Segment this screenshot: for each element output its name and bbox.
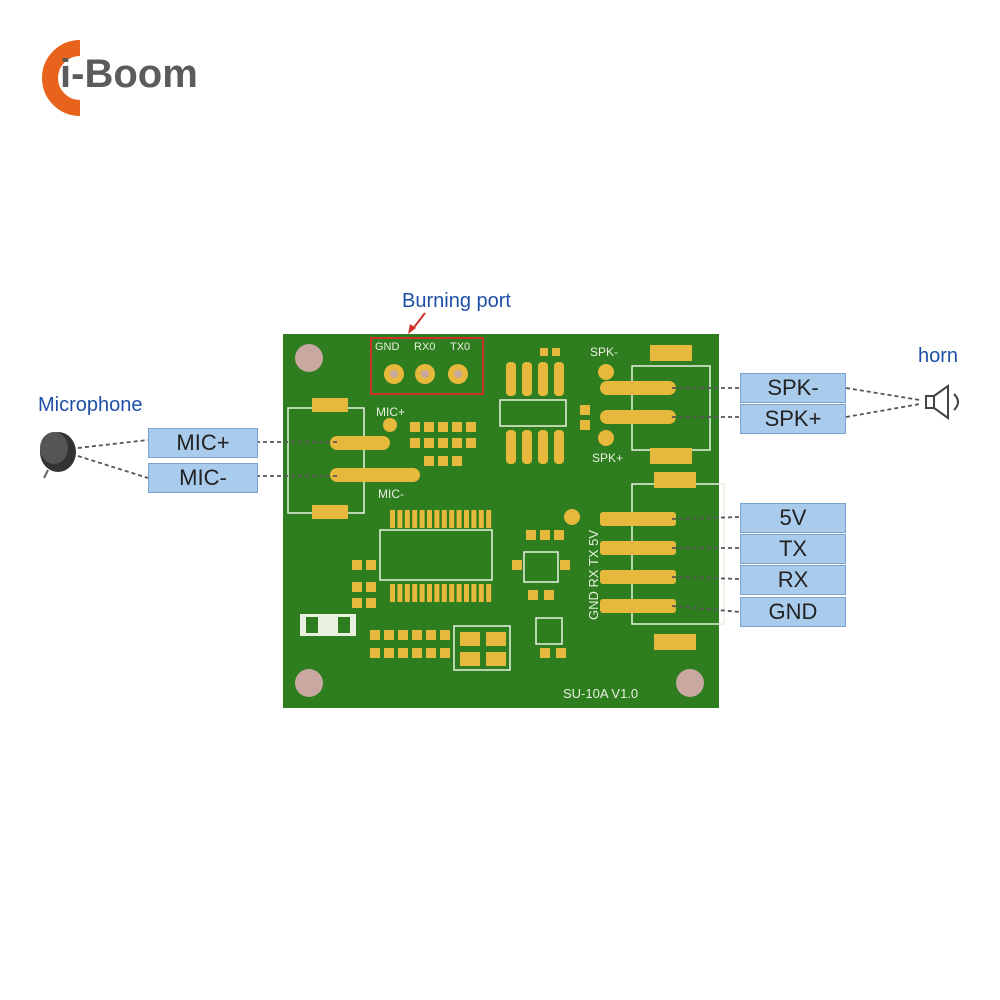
ic-pin-top xyxy=(478,510,484,528)
burning-pin-label-2: TX0 xyxy=(450,341,470,353)
power-pad-gnd xyxy=(600,599,676,613)
ic-pin-bottom xyxy=(404,584,410,602)
smd-pad-b xyxy=(552,348,560,356)
burning-pin-hole-1 xyxy=(421,370,429,378)
ic-pin-top xyxy=(449,510,455,528)
connection-lines xyxy=(77,387,921,613)
ic-pin-bottom xyxy=(471,584,477,602)
main-ic-pins xyxy=(390,510,492,602)
mount-hole-tl xyxy=(295,344,323,372)
brand-rest: -Boom xyxy=(71,52,198,96)
mic-plus-pad xyxy=(330,436,390,450)
ic-pin-bottom xyxy=(434,584,440,602)
power-pad-top xyxy=(654,472,696,488)
ic-pin-top xyxy=(390,510,395,528)
ic-pin-bottom xyxy=(419,584,425,602)
mount-hole-bl xyxy=(295,669,323,697)
smd-pad-c xyxy=(580,405,590,415)
smd-pad-d xyxy=(580,420,590,430)
horn-icon xyxy=(925,384,959,420)
burning-pin-hole-0 xyxy=(390,370,398,378)
ic-pin-bottom xyxy=(427,584,432,602)
ic-pin-top xyxy=(486,510,492,528)
board-model-label: SU-10A V1.0 xyxy=(563,686,638,701)
smd-pad-a xyxy=(540,348,548,356)
ic-pin-top xyxy=(471,510,477,528)
ic-pin-top xyxy=(427,510,432,528)
ic-pin-bottom xyxy=(478,584,484,602)
burning-port-highlight xyxy=(370,337,484,395)
ic-pin-bottom xyxy=(464,584,469,602)
via-pad-2 xyxy=(598,364,614,380)
ic-pin-top xyxy=(441,510,447,528)
power-pad-5v xyxy=(600,512,676,526)
power-pad-bottom xyxy=(654,634,696,650)
resistor-array-1 xyxy=(410,422,476,466)
ic-pin-top xyxy=(404,510,410,528)
horn-caption: horn xyxy=(918,345,959,367)
spk-plus-label: SPK+ xyxy=(740,404,846,434)
burning-pin-hole-2 xyxy=(454,370,462,378)
smd-components-mid xyxy=(512,530,570,658)
chip-u2-pins xyxy=(506,362,564,464)
via-pad-1 xyxy=(383,418,397,432)
burning-port-caption: Burning port xyxy=(402,290,511,312)
spk-minus-pad xyxy=(600,381,676,395)
power-pad-rx xyxy=(600,570,676,584)
ic-pin-top xyxy=(397,510,403,528)
mic-pad-bottom xyxy=(312,505,348,519)
ic-pin-bottom xyxy=(486,584,492,602)
burning-port-arrowhead xyxy=(408,324,416,334)
mount-hole-br xyxy=(676,669,704,697)
via-pad-3 xyxy=(598,430,614,446)
main-ic-outline xyxy=(379,529,493,581)
chip-u2-outline xyxy=(499,399,567,427)
spk-pad-top xyxy=(650,345,692,361)
brand-letter: i xyxy=(60,52,72,96)
ic-pin-top xyxy=(464,510,469,528)
silk-spk-minus: SPK- xyxy=(590,345,618,359)
brand-name: i-Boom xyxy=(60,52,198,97)
burning-pin-label-1: RX0 xyxy=(414,341,435,353)
silk-spk-plus: SPK+ xyxy=(592,451,623,465)
power-5v-label: 5V xyxy=(740,503,846,533)
ic-pin-bottom xyxy=(456,584,462,602)
ic-pin-bottom xyxy=(441,584,447,602)
ic-pin-top xyxy=(419,510,425,528)
power-gnd-label: GND xyxy=(740,597,846,627)
ic-pin-bottom xyxy=(412,584,418,602)
brand-logo-mark xyxy=(42,40,81,116)
microphone-icon xyxy=(40,432,76,479)
ic-pin-bottom xyxy=(397,584,403,602)
spk-plus-pad xyxy=(600,410,676,424)
microphone-caption: Microphone xyxy=(38,394,143,416)
spk-pad-bottom xyxy=(650,448,692,464)
mic-minus-pad xyxy=(330,468,420,482)
ic-pin-top xyxy=(412,510,418,528)
via-pad-4 xyxy=(564,509,580,525)
ic-pin-bottom xyxy=(390,584,395,602)
silk-power-header: GND RX TX 5V xyxy=(586,530,601,620)
ic-pin-top xyxy=(434,510,440,528)
power-rx-label: RX xyxy=(740,565,846,595)
ic-pin-top xyxy=(456,510,462,528)
ic-pin-bottom xyxy=(449,584,455,602)
mic-pad-top xyxy=(312,398,348,412)
power-tx-label: TX xyxy=(740,534,846,564)
power-pad-tx xyxy=(600,541,676,555)
silk-mic-plus: MIC+ xyxy=(376,405,405,419)
mic-plus-label: MIC+ xyxy=(148,428,258,458)
burning-pin-label-0: GND xyxy=(375,341,400,353)
spk-minus-label: SPK- xyxy=(740,373,846,403)
mic-minus-label: MIC- xyxy=(148,463,258,493)
smd-components-left xyxy=(300,560,376,636)
smd-components-bottom xyxy=(370,625,511,671)
silk-mic-minus: MIC- xyxy=(378,487,404,501)
